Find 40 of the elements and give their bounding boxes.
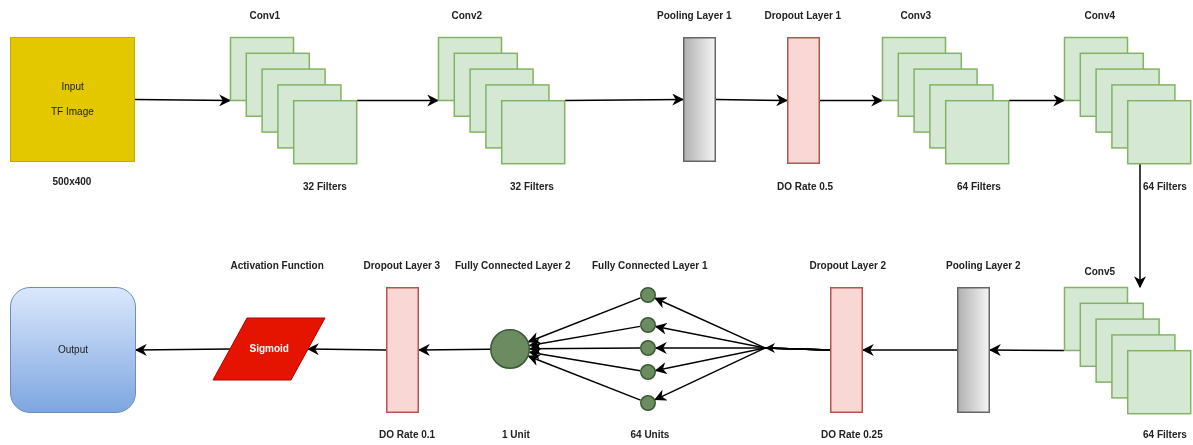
arrow xyxy=(819,94,884,107)
layer-title: Activation Function xyxy=(230,260,324,272)
layer-title: Conv5 xyxy=(1084,266,1116,278)
layer-title: Dropout Layer 3 xyxy=(363,260,441,272)
layer-title: Dropout Layer 1 xyxy=(764,10,842,22)
arrow xyxy=(306,343,387,356)
arrow xyxy=(528,325,641,350)
arrow xyxy=(134,94,232,107)
node-label: Sigmoid xyxy=(249,343,289,355)
layer-title: Conv3 xyxy=(900,10,932,22)
layer-caption: DO Rate 0.1 xyxy=(379,429,436,441)
arrow xyxy=(527,354,642,401)
arrow xyxy=(1134,163,1146,289)
layer-title: Conv4 xyxy=(1084,10,1116,22)
layer-title: Fully Connected Layer 1 xyxy=(592,260,708,272)
arrow xyxy=(654,347,831,401)
layer-title: 64 Units xyxy=(630,429,670,441)
layer-caption: DO Rate 0.25 xyxy=(821,429,883,441)
layer-caption: 64 Filters xyxy=(957,181,1001,193)
node-label: Output xyxy=(58,344,89,356)
layer-caption: 64 Filters xyxy=(1143,181,1187,193)
layer-caption: DO Rate 0.5 xyxy=(777,181,834,193)
layer-caption: 32 Filters xyxy=(510,181,554,193)
layer-title: Fully Connected Layer 2 xyxy=(455,260,571,272)
layer-title: Conv2 xyxy=(451,10,483,22)
layer-title: Conv1 xyxy=(249,10,281,22)
layer-caption: 64 Filters xyxy=(1143,429,1187,441)
layer-title: Pooling Layer 1 xyxy=(657,10,732,22)
node-label: TF Image xyxy=(51,106,94,118)
arrow xyxy=(527,297,642,344)
arrow xyxy=(528,348,641,372)
layer-caption: 500x400 xyxy=(52,176,92,188)
arrow xyxy=(356,94,440,107)
layer-caption: 32 Filters xyxy=(303,181,347,193)
layer-title: 1 Unit xyxy=(502,429,530,441)
arrow xyxy=(134,343,231,356)
layer-title: Dropout Layer 2 xyxy=(809,260,887,272)
arrow xyxy=(1008,94,1066,107)
node-label: Input xyxy=(61,81,84,93)
layer-title: Pooling Layer 2 xyxy=(946,260,1021,272)
